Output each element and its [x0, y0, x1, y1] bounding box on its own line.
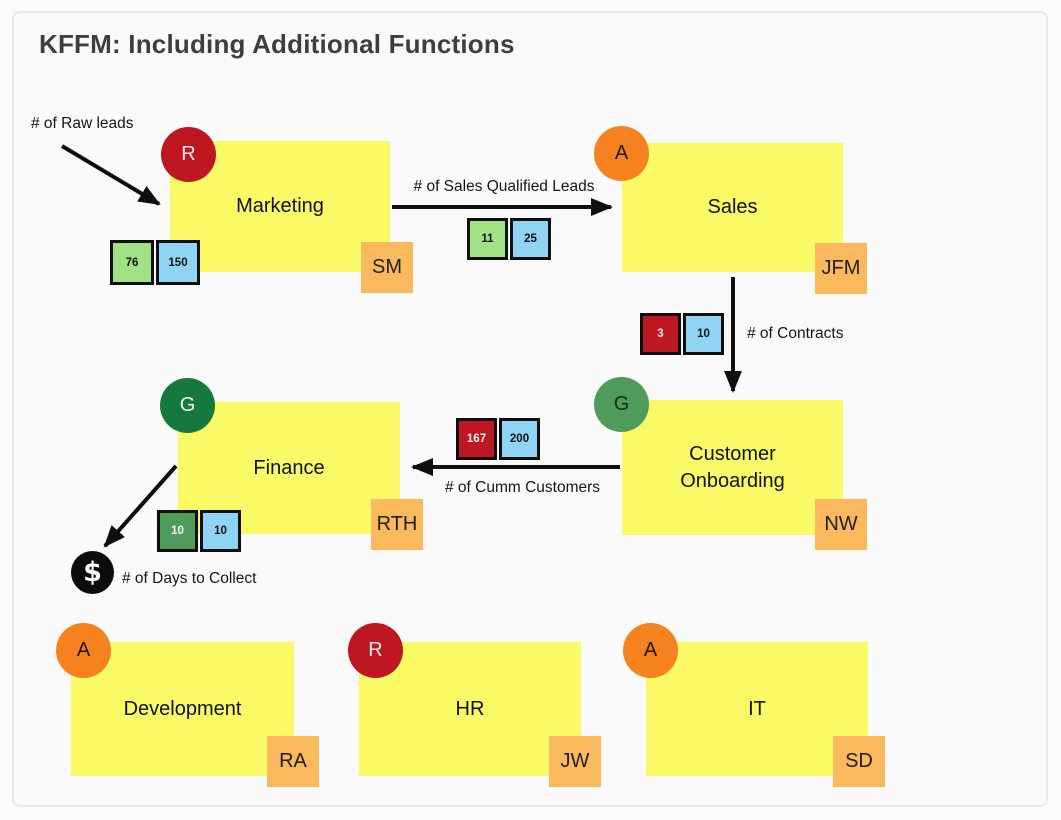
development-owner-initials: RA — [279, 750, 307, 772]
marketing-label: Marketing — [236, 195, 324, 217]
dollar-icon[interactable]: $ — [71, 551, 114, 594]
sticky-note-customer-onboarding[interactable]: Customer Onboarding — [622, 400, 843, 535]
finance-owner-tag[interactable]: RTH — [371, 499, 423, 550]
hr-owner-initials: JW — [560, 750, 590, 772]
customer-onboarding-label: Customer Onboarding — [680, 442, 785, 492]
sales-status-letter: A — [614, 142, 629, 164]
customer-onboarding-status-circle[interactable]: G — [594, 377, 649, 432]
customer-onboarding-owner-initials: NW — [824, 513, 858, 535]
it-status-circle[interactable]: A — [623, 623, 678, 678]
sticky-note-sales[interactable]: Sales — [622, 143, 843, 272]
sales-qualified-leads-edge-label: # of Sales Qualified Leads — [413, 178, 595, 195]
customer-onboarding-owner-tag[interactable]: NW — [815, 499, 867, 550]
sticky-note-development[interactable]: Development — [71, 642, 294, 776]
marketing-metric-target: 150 — [156, 240, 200, 285]
sales-label: Sales — [707, 196, 758, 218]
sql-metric-actual: 11 — [467, 218, 508, 260]
development-owner-tag[interactable]: RA — [267, 736, 319, 787]
it-owner-initials: SD — [845, 750, 873, 772]
development-status-letter: A — [76, 639, 91, 661]
hr-owner-tag[interactable]: JW — [549, 736, 601, 787]
cumm-customers-metric-actual: 167 — [456, 418, 497, 460]
sticky-note-marketing[interactable]: Marketing — [170, 141, 390, 272]
hr-status-circle[interactable]: R — [348, 623, 403, 678]
finance-status-letter: G — [179, 394, 196, 416]
development-status-circle[interactable]: A — [56, 623, 111, 678]
page-title: KFFM: Including Additional Functions — [39, 29, 515, 59]
cumm-customers-metric-target: 200 — [499, 418, 540, 460]
sticky-note-it[interactable]: IT — [646, 642, 868, 776]
customer-onboarding-status-letter: G — [613, 393, 630, 415]
contracts-metric-actual: 3 — [640, 313, 681, 355]
sales-owner-initials: JFM — [821, 257, 861, 279]
days-to-collect-metric-chip[interactable]: 10 10 — [157, 510, 241, 552]
sales-status-circle[interactable]: A — [594, 126, 649, 181]
days-to-collect-metric-target: 10 — [200, 510, 241, 552]
contracts-edge-label: # of Contracts — [747, 325, 844, 342]
it-status-letter: A — [643, 639, 658, 661]
finance-label: Finance — [253, 456, 325, 479]
dollar-glyph: $ — [83, 557, 102, 588]
marketing-metric-actual: 76 — [110, 240, 154, 285]
it-label: IT — [748, 697, 766, 720]
marketing-status-circle[interactable]: R — [161, 127, 216, 182]
development-label: Development — [123, 697, 242, 720]
days-to-collect-metric-actual: 10 — [157, 510, 198, 552]
it-owner-tag[interactable]: SD — [833, 736, 885, 787]
sales-owner-tag[interactable]: JFM — [815, 243, 867, 294]
cumm-customers-metric-chip[interactable]: 167 200 — [456, 418, 540, 460]
finance-status-circle[interactable]: G — [160, 378, 215, 433]
marketing-owner-tag[interactable]: SM — [361, 242, 413, 293]
marketing-owner-initials: SM — [372, 256, 402, 278]
raw-leads-edge-label: # of Raw leads — [31, 115, 134, 132]
sales-qualified-leads-metric-chip[interactable]: 11 25 — [467, 218, 551, 260]
finance-owner-initials: RTH — [376, 513, 418, 535]
sql-metric-target: 25 — [510, 218, 551, 260]
cumm-customers-edge-label: # of Cumm Customers — [445, 479, 601, 496]
raw-leads-arrow[interactable] — [60, 144, 161, 206]
marketing-status-letter: R — [181, 143, 196, 165]
finance-to-collect-arrow[interactable] — [103, 464, 178, 548]
hr-label: HR — [455, 697, 485, 720]
marketing-metric-chip[interactable]: 76 150 — [110, 240, 200, 285]
hr-status-letter: R — [368, 639, 383, 661]
contracts-metric-target: 10 — [683, 313, 724, 355]
contracts-metric-chip[interactable]: 3 10 — [640, 313, 724, 355]
days-to-collect-edge-label: # of Days to Collect — [122, 570, 257, 587]
